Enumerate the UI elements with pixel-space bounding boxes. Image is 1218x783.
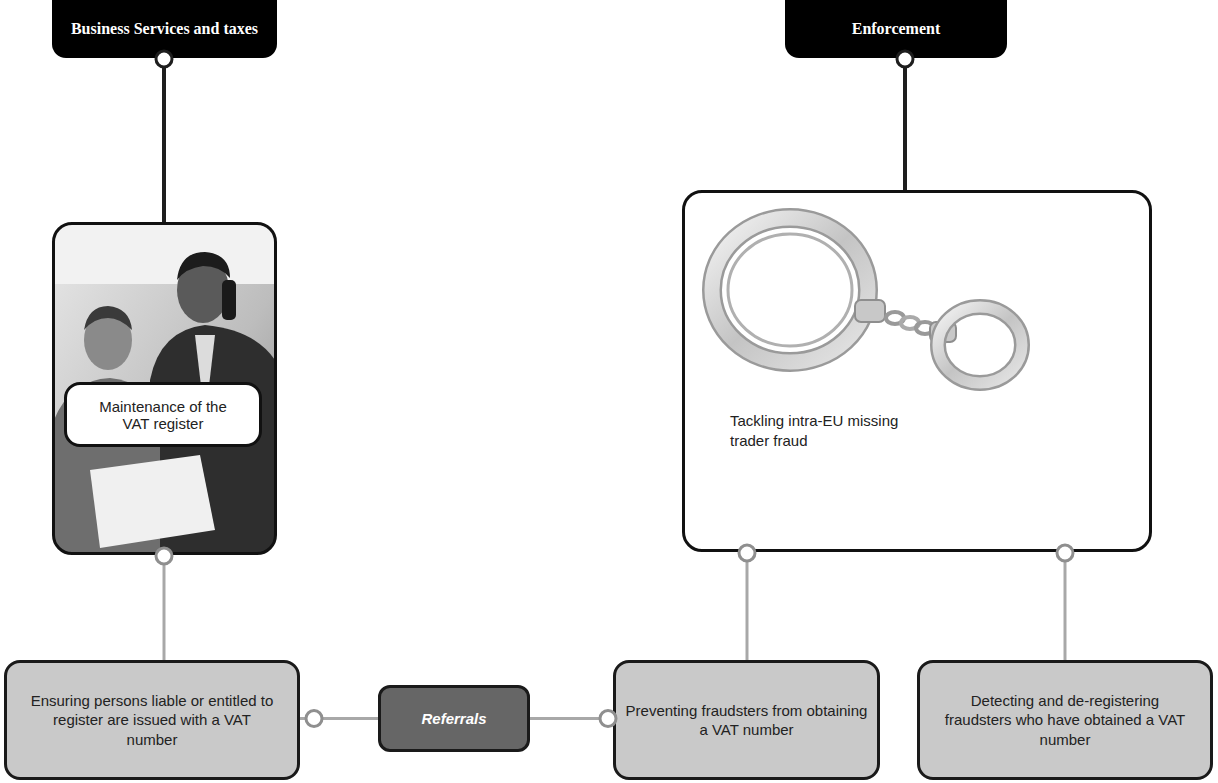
- connector-line: [162, 58, 166, 222]
- connector-dot: [600, 711, 616, 727]
- header-box: Business Services and taxes: [52, 0, 277, 58]
- handcuffs-illustration: [712, 218, 1022, 383]
- node-text: Detecting and de-registering fraudsters …: [940, 691, 1190, 750]
- connector-dot: [156, 51, 172, 67]
- node-text: Enforcement: [842, 20, 951, 38]
- node-text: Tackling intra-EU missing trader fraud: [730, 411, 920, 450]
- connector-dot: [1057, 545, 1073, 561]
- connector-line: [903, 58, 907, 190]
- connector-dot: [739, 545, 755, 561]
- illustration-panel: Tackling intra-EU missing trader fraud: [682, 190, 1152, 552]
- node-text: Maintenance of the VAT register: [64, 382, 262, 447]
- node-text: Business Services and taxes: [61, 20, 268, 38]
- photo-panel: Maintenance of the VAT register: [52, 222, 277, 555]
- connector-line: [163, 555, 166, 660]
- process-box: Detecting and de-registering fraudsters …: [917, 660, 1213, 780]
- process-box: Preventing fraudsters from obtaining a V…: [613, 660, 880, 780]
- connector-dot: [897, 51, 913, 67]
- node-text: Referrals: [421, 710, 486, 727]
- connector-line: [1064, 552, 1067, 660]
- connector-dot: [156, 548, 172, 564]
- referral-box: Referrals: [378, 685, 530, 752]
- connector-line: [300, 717, 378, 720]
- connector-line: [746, 552, 749, 660]
- process-box: Ensuring persons liable or entitled to r…: [4, 660, 300, 780]
- connector-line: [530, 717, 613, 720]
- business-photo: [54, 224, 275, 553]
- connector-dot: [306, 711, 322, 727]
- node-text: Ensuring persons liable or entitled to r…: [27, 691, 277, 750]
- header-box: Enforcement: [785, 0, 1007, 58]
- node-text: Preventing fraudsters from obtaining a V…: [622, 701, 872, 740]
